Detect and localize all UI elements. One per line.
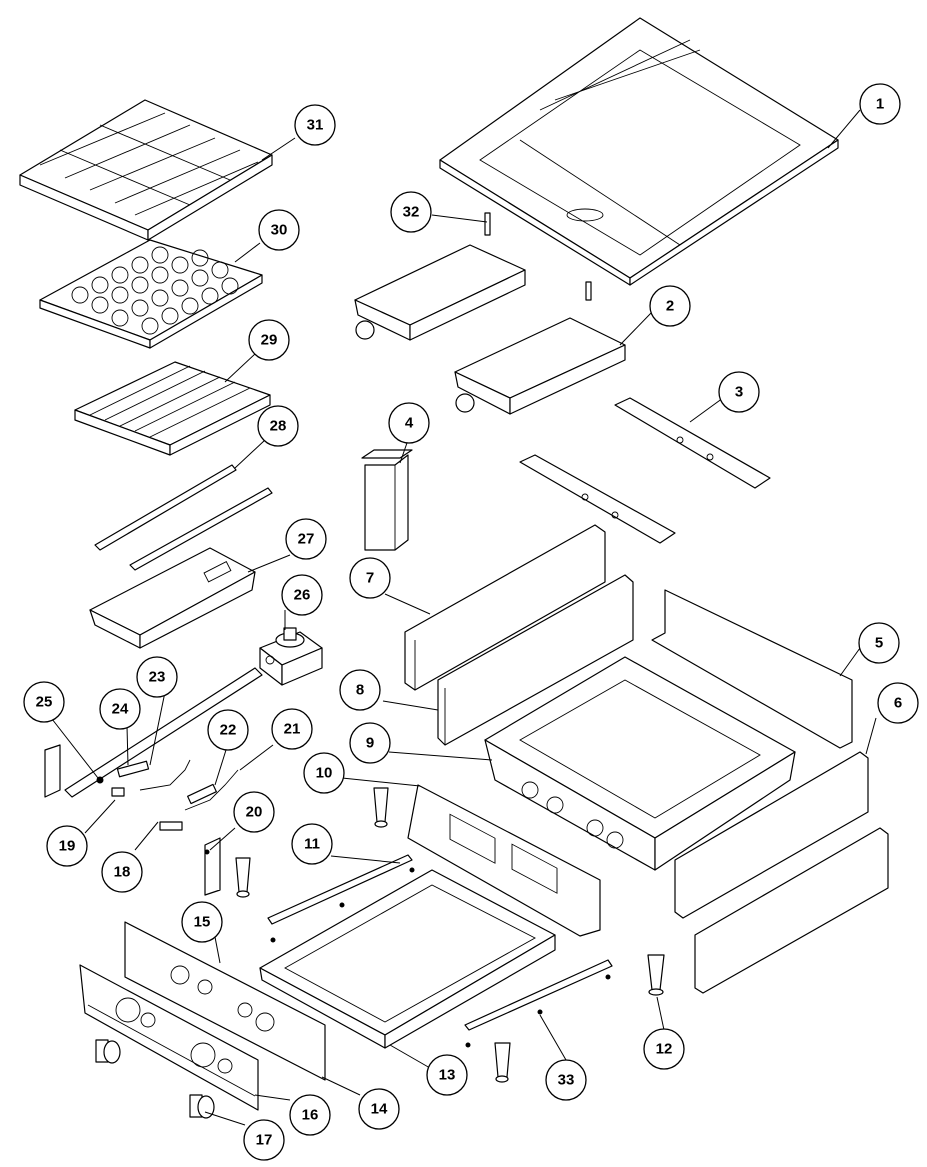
callout-label: 27 (298, 531, 315, 548)
part-burner-pan (89, 547, 256, 649)
part-control-panel (79, 964, 259, 1111)
callout-label: 29 (261, 332, 278, 349)
callout-label: 30 (271, 222, 288, 239)
part-burner-brackets (519, 397, 771, 544)
callout-label: 20 (246, 804, 263, 821)
callout-3: 3 (718, 371, 760, 413)
part-pilot-box (361, 449, 413, 551)
callout-label: 16 (302, 1107, 319, 1124)
callout-30: 30 (258, 209, 300, 251)
callout-19: 19 (46, 825, 88, 867)
part-drawer-slides (267, 854, 613, 1031)
callout-18: 18 (101, 851, 143, 893)
callout-9: 9 (349, 722, 391, 764)
part-side-panel-right (651, 589, 853, 749)
callout-label: 9 (366, 735, 374, 752)
callout-22: 22 (207, 709, 249, 751)
callout-32: 32 (390, 191, 432, 233)
callout-label: 26 (294, 587, 311, 604)
callout-label: 8 (356, 682, 364, 699)
callout-label: 23 (149, 669, 166, 686)
callout-26: 26 (281, 574, 323, 616)
callout-label: 12 (656, 1041, 673, 1058)
callout-16: 16 (289, 1094, 331, 1136)
callout-label: 28 (270, 418, 287, 435)
part-briquettes (39, 239, 263, 349)
callout-31: 31 (294, 104, 336, 146)
callout-1: 1 (859, 83, 901, 125)
callout-6: 6 (877, 682, 919, 724)
callout-20: 20 (233, 791, 275, 833)
part-side-panel-left (437, 574, 634, 746)
callout-label: 4 (405, 415, 414, 432)
callout-33: 33 (545, 1059, 587, 1101)
part-firebox (484, 656, 796, 871)
callout-label: 2 (666, 298, 674, 315)
part-top-grates (19, 99, 273, 241)
callout-label: 7 (366, 570, 374, 587)
callout-17: 17 (243, 1119, 285, 1161)
callout-label: 25 (36, 694, 53, 711)
callout-label: 1 (876, 96, 884, 113)
part-front-frame (407, 784, 601, 937)
part-side-panels-front (674, 751, 889, 994)
callout-24: 24 (99, 688, 141, 730)
callout-label: 13 (439, 1067, 456, 1084)
callout-28: 28 (257, 405, 299, 447)
callout-label: 22 (220, 722, 237, 739)
part-drip-pan (259, 869, 556, 1049)
callout-label: 18 (114, 864, 131, 881)
callout-label: 5 (875, 635, 883, 652)
part-front-panel (124, 921, 326, 1081)
part-deflector-angles (94, 464, 273, 571)
part-radiant-grate (74, 361, 271, 456)
callout-10: 10 (303, 752, 345, 794)
callout-4: 4 (388, 402, 430, 444)
callout-7: 7 (349, 557, 391, 599)
callout-15: 15 (181, 901, 223, 943)
part-legs (235, 787, 665, 1083)
part-control-knobs (95, 1039, 215, 1119)
callout-label: 3 (735, 384, 743, 401)
callout-11: 11 (291, 823, 333, 865)
callout-29: 29 (248, 319, 290, 361)
callout-25: 25 (23, 681, 65, 723)
leader-lines (51, 109, 877, 1126)
callout-23: 23 (136, 656, 178, 698)
callout-label: 21 (284, 721, 301, 738)
callout-12: 12 (643, 1028, 685, 1070)
part-regulator (259, 627, 323, 686)
callout-label: 11 (304, 836, 320, 853)
callout-label: 33 (558, 1072, 575, 1089)
callout-14: 14 (358, 1088, 400, 1130)
callout-5: 5 (858, 622, 900, 664)
part-fittings (96, 759, 239, 855)
callout-21: 21 (271, 708, 313, 750)
callout-label: 15 (194, 914, 211, 931)
part-top-tray (439, 17, 839, 286)
callout-label: 14 (371, 1101, 388, 1118)
part-rear-panel (404, 524, 606, 691)
callout-2: 2 (649, 285, 691, 327)
callout-label: 24 (112, 701, 129, 718)
callout-label: 10 (316, 765, 333, 782)
callout-label: 19 (59, 838, 76, 855)
callout-label: 6 (894, 695, 902, 712)
callout-8: 8 (339, 669, 381, 711)
part-burners (354, 212, 626, 415)
part-screws (270, 867, 611, 1048)
callout-13: 13 (426, 1054, 468, 1096)
callout-label: 17 (256, 1132, 273, 1149)
callout-label: 31 (307, 117, 324, 134)
callout-label: 32 (403, 204, 420, 221)
callout-27: 27 (285, 518, 327, 560)
